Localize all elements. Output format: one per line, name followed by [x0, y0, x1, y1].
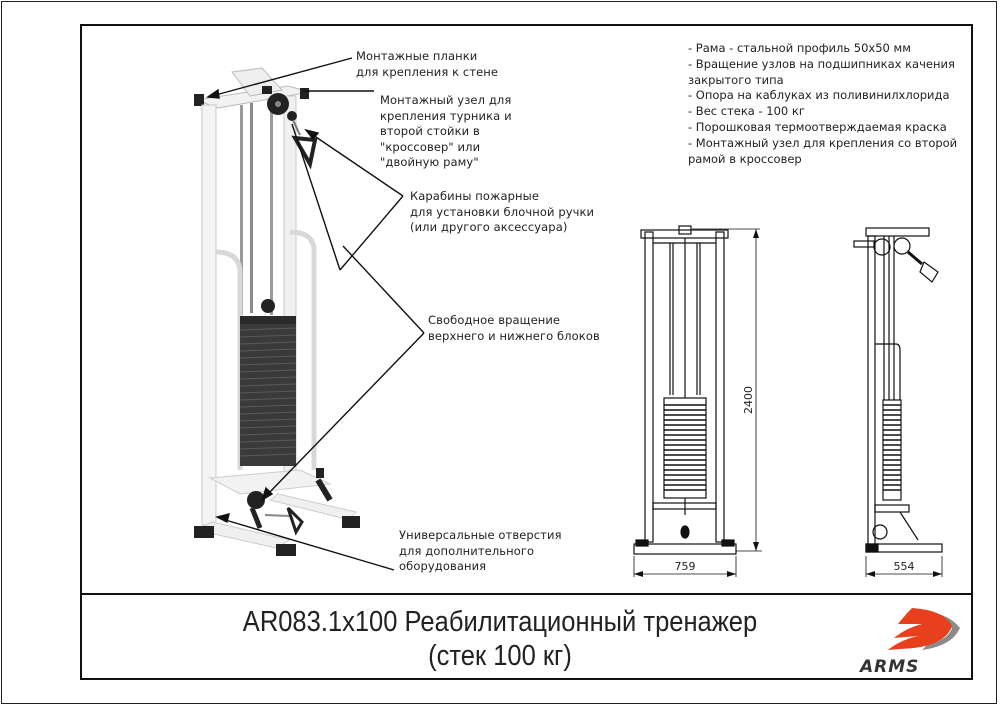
specs-list: - Рама - стальной профиль 50х50 мм - Вра…: [688, 41, 978, 167]
spec-item: - Монтажный узел для крепления со второй…: [688, 135, 958, 166]
title-line-2: (стек 100 кг): [428, 640, 572, 672]
callout-holes: Универсальные отверстия для дополнительн…: [399, 528, 562, 573]
side-depth-dimension: 554: [894, 560, 915, 573]
callout-wall-plates: Монтажные планки для крепления к стене: [356, 49, 499, 79]
spec-item: - Вращение узлов на подшипниках качения …: [688, 56, 955, 87]
drawing-frame: [80, 24, 973, 680]
callout-mount-node: Монтажный узел для крепления турника и в…: [380, 93, 512, 169]
spec-item: - Порошковая термоотверждаемая краска: [688, 119, 947, 134]
front-width-dimension: 759: [675, 560, 696, 573]
title-divider: [80, 593, 973, 595]
brand-name: ARMS: [858, 657, 919, 677]
spec-item: - Опора на каблуках из поливинилхлорида: [688, 88, 950, 103]
arms-logo: ARMS: [858, 608, 960, 677]
height-dimension: 2400: [742, 386, 755, 414]
machine-3d-render: [194, 67, 360, 556]
spec-item: - Рама - стальной профиль 50х50 мм: [688, 41, 911, 55]
document-title: AR083.1x100 Реабилитационный тренажер (с…: [210, 605, 791, 673]
front-view-drawing: [633, 225, 762, 577]
spec-item: - Вес стека - 100 кг: [688, 104, 805, 119]
title-line-1: AR083.1x100 Реабилитационный тренажер: [242, 606, 758, 638]
callout-pulleys: Свободное вращение верхнего и нижнего бл…: [428, 313, 600, 343]
callout-leaders: [206, 57, 425, 571]
callout-carabiners: Карабины пожарные для установки блочной …: [410, 189, 595, 234]
side-view-drawing: [853, 227, 943, 577]
